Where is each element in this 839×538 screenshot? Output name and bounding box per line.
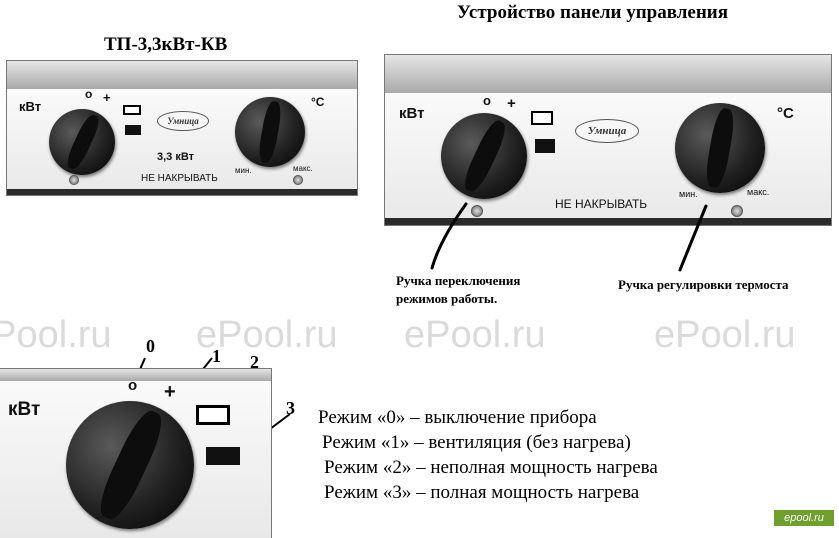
kw-label: кВт xyxy=(399,105,425,122)
watermark: ePool.ru xyxy=(0,314,112,356)
brand-logo: Умница xyxy=(575,119,639,143)
screw-icon xyxy=(731,205,743,217)
mode-descriptions: Режим «0» – выключение прибора Режим «1»… xyxy=(318,405,658,505)
mode-number-1: 1 xyxy=(212,346,221,366)
mode-knob-callout: Ручка переключения режимов работы. xyxy=(396,273,521,306)
power-label: 3,3 кВт xyxy=(157,151,195,163)
do-not-cover-label: НЕ НАКРЫВАТЬ xyxy=(141,173,218,184)
thermostat-knob-large[interactable] xyxy=(675,103,765,193)
brand-logo: Умница xyxy=(157,111,209,131)
plus-mark: + xyxy=(507,95,516,112)
celsius-label: °С xyxy=(311,95,325,109)
model-title: ТП-3,3кВт-КВ xyxy=(104,34,228,55)
control-panel-large: кВт о + Умница НЕ НАКРЫВАТЬ °С мин. макс… xyxy=(384,54,832,226)
mode-indicator-white xyxy=(123,105,141,115)
mode-indicator-white xyxy=(196,405,230,425)
max-label: макс. xyxy=(293,164,313,173)
mode-indicator-black xyxy=(535,139,555,153)
kw-label: кВт xyxy=(8,399,41,420)
main-title: Устройство панели управления xyxy=(457,2,729,23)
watermark: ePool.ru xyxy=(404,314,546,356)
screw-icon xyxy=(471,205,483,217)
mode-description: Режим «1» – вентиляция (без нагрева) xyxy=(322,432,631,453)
zero-mark: о xyxy=(483,93,491,108)
mode-description: Режим «0» – выключение прибора xyxy=(318,407,597,428)
screw-icon xyxy=(293,175,303,185)
max-label: макс. xyxy=(747,187,770,197)
mode-description: Режим «3» – полная мощность нагрева xyxy=(324,482,640,503)
celsius-label: °С xyxy=(777,105,794,122)
min-label: мин. xyxy=(679,189,698,199)
zero-mark: о xyxy=(85,87,93,101)
mode-knob-large[interactable] xyxy=(441,113,527,199)
watermark: ePool.ru xyxy=(654,314,796,356)
thermostat-knob-small[interactable] xyxy=(235,97,305,167)
watermark: ePool.ru xyxy=(196,314,338,356)
control-panel-small: кВт о + Умница 3,3 кВт НЕ НАКРЫВАТЬ °С м… xyxy=(6,60,358,196)
mode-indicator-black xyxy=(206,447,240,465)
mode-indicator-white xyxy=(531,111,553,125)
mode-description: Режим «2» – неполная мощность нагрева xyxy=(324,457,658,478)
mode-number-0: 0 xyxy=(146,336,155,356)
mode-number-3: 3 xyxy=(286,398,295,418)
screw-icon xyxy=(69,175,79,185)
plus-mark: + xyxy=(103,90,111,105)
do-not-cover-label: НЕ НАКРЫВАТЬ xyxy=(555,197,648,211)
mode-number-2: 2 xyxy=(250,352,259,372)
mode-switch-detail: кВт о + xyxy=(0,368,272,538)
min-label: мин. xyxy=(235,166,252,175)
thermostat-knob-callout: Ручка регулировки термоста xyxy=(618,277,789,292)
mode-indicator-black xyxy=(125,125,141,135)
kw-label: кВт xyxy=(19,99,42,114)
mode-knob-small[interactable] xyxy=(49,109,115,175)
site-badge: epool.ru xyxy=(774,510,834,526)
plus-mark: + xyxy=(164,381,176,403)
mode-knob-detail[interactable] xyxy=(66,401,194,529)
zero-mark: о xyxy=(128,377,138,394)
